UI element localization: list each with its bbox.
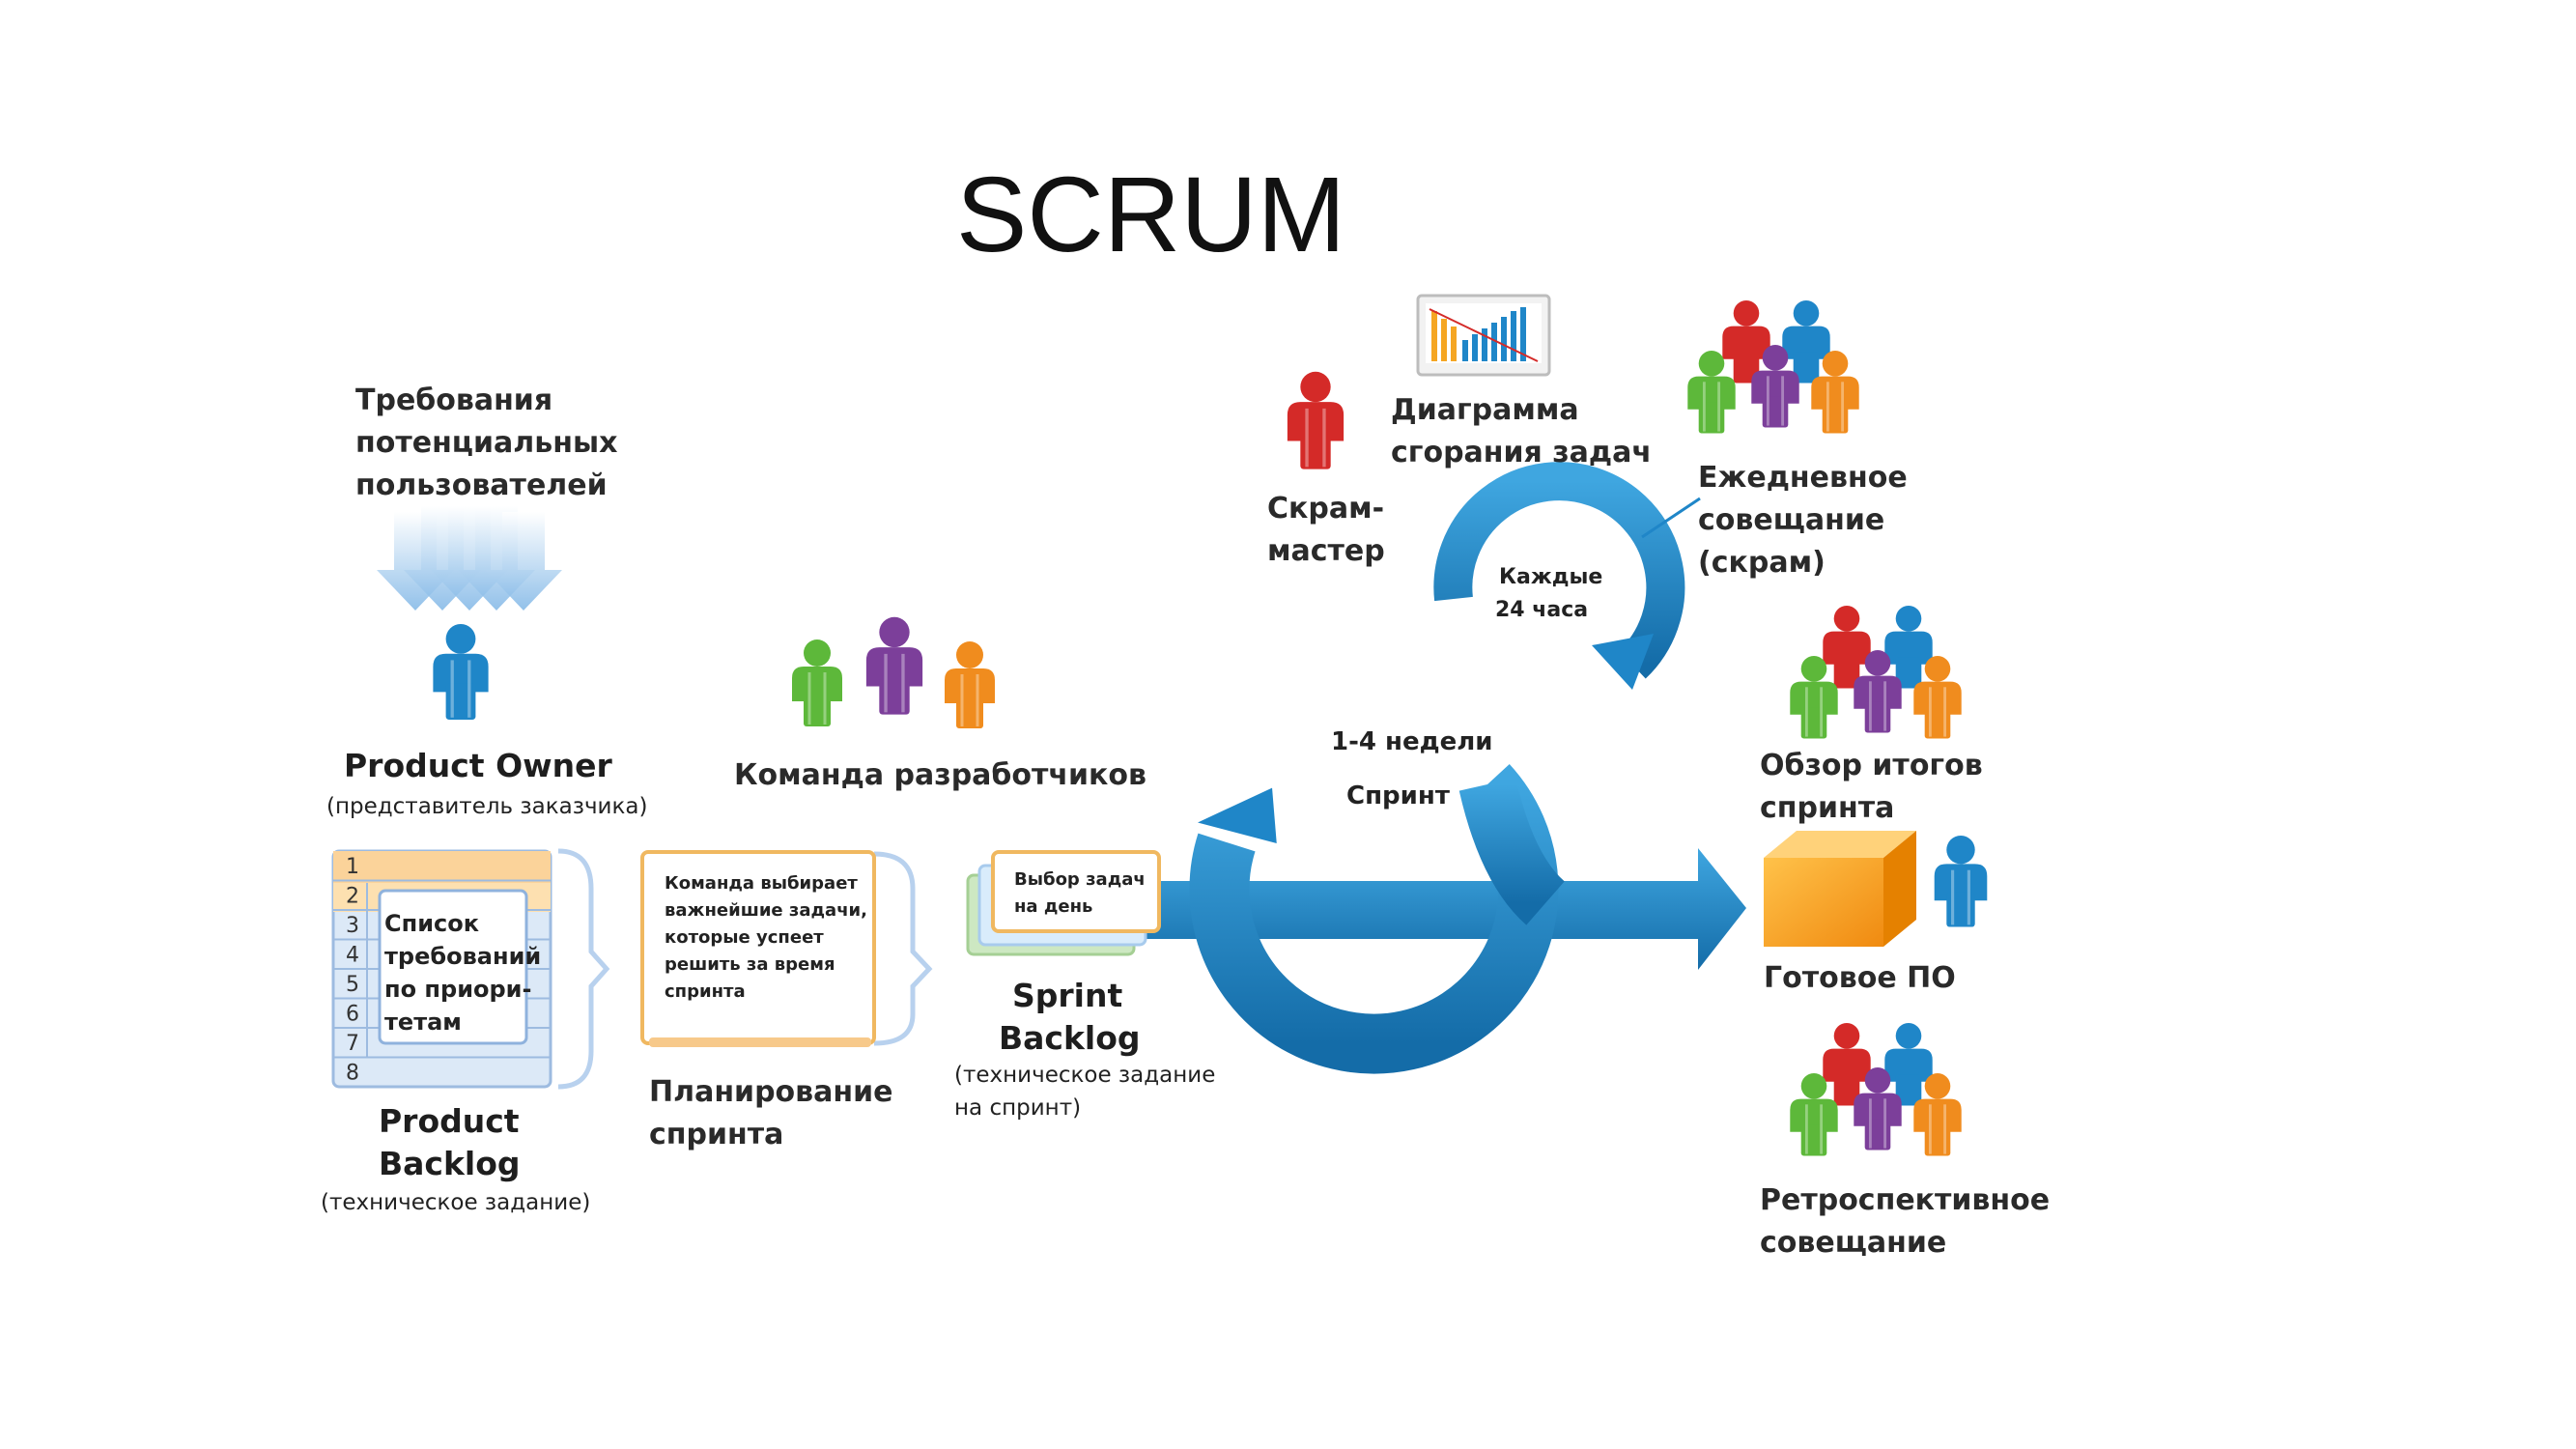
backlog-row-number: 1 <box>346 855 359 879</box>
svg-text:(техническое задание: (техническое задание <box>954 1063 1215 1088</box>
product-owner-person-icon <box>433 624 489 720</box>
scrum-master-label: Скрам- мастер <box>1267 492 1385 568</box>
sprint-planning-note: Команда выбирает важнейшие задачи, котор… <box>640 850 933 1047</box>
page-title: SCRUM <box>956 156 1345 274</box>
svg-text:(скрам): (скрам) <box>1698 546 1826 580</box>
sprint-backlog-label: Sprint Backlog (техническое задание на с… <box>954 977 1215 1121</box>
daily-cycle-arrow-icon <box>1433 462 1701 690</box>
backlog-row-number: 7 <box>346 1032 359 1056</box>
svg-text:Backlog: Backlog <box>379 1145 521 1182</box>
sprint-planning-label: Планирование спринта <box>649 1075 892 1151</box>
svg-text:Обзор итогов: Обзор итогов <box>1760 749 1983 782</box>
svg-text:Диаграмма: Диаграмма <box>1391 393 1579 427</box>
scrum-master-person-icon <box>1287 371 1345 469</box>
flow-arrow-icon <box>1140 848 1746 970</box>
svg-text:Список: Список <box>384 910 479 937</box>
burndown-label: Диаграмма сгорания задач <box>1391 393 1652 469</box>
svg-text:Планирование: Планирование <box>649 1075 892 1109</box>
daily-cycle-label: Каждые 24 часа <box>1495 565 1602 622</box>
daily-meeting-people-icon <box>1687 300 1859 434</box>
sprint-backlog-cards: Выбор задач на день <box>966 850 1161 956</box>
dev-team-label: Команда разработчиков <box>734 758 1146 792</box>
product-owner-subtitle: (представитель заказчика) <box>326 794 647 819</box>
retro-label: Ретроспективное совещание <box>1760 1183 2050 1260</box>
svg-text:решить за время: решить за время <box>665 954 835 975</box>
svg-text:спринта: спринта <box>665 981 746 1002</box>
svg-text:(техническое задание): (техническое задание) <box>321 1190 590 1215</box>
sprint-review-people-icon <box>1790 606 1962 739</box>
product-backlog-list: 1 2 3 4 5 6 7 8 Список требований по приори- те… <box>331 848 610 1090</box>
requirements-label: Требования потенциальных пользователей <box>355 384 617 502</box>
svg-text:которые успеет: которые успеет <box>665 927 824 948</box>
svg-text:спринта: спринта <box>1760 791 1894 825</box>
svg-text:сгорания задач: сгорания задач <box>1391 436 1652 469</box>
svg-text:совещание: совещание <box>1698 503 1884 537</box>
product-owner-title: Product Owner <box>344 747 612 784</box>
svg-text:Product: Product <box>379 1102 520 1140</box>
svg-text:Ежедневное: Ежедневное <box>1698 461 1908 495</box>
retro-people-icon <box>1790 1023 1962 1156</box>
product-label: Готовое ПО <box>1764 961 1956 995</box>
svg-text:на день: на день <box>1014 896 1092 917</box>
backlog-row-number: 2 <box>346 885 359 909</box>
svg-text:24 часа: 24 часа <box>1495 598 1588 622</box>
svg-text:на спринт): на спринт) <box>954 1095 1081 1121</box>
svg-text:Backlog: Backlog <box>999 1019 1141 1057</box>
sprint-cycle-arrow-icon <box>1189 764 1566 1074</box>
svg-text:Ретроспективное: Ретроспективное <box>1760 1183 2050 1217</box>
svg-text:Каждые: Каждые <box>1499 565 1602 589</box>
svg-text:требований: требований <box>384 943 541 970</box>
svg-text:мастер: мастер <box>1267 534 1385 568</box>
backlog-row-number: 6 <box>346 1003 359 1027</box>
svg-text:важнейшие задачи,: важнейшие задачи, <box>665 900 867 921</box>
backlog-row-number: 3 <box>346 914 359 938</box>
svg-text:1-4 недели: 1-4 недели <box>1331 727 1493 756</box>
daily-meeting-label: Ежедневное совещание (скрам) <box>1698 461 1908 580</box>
sprint-review-label: Обзор итогов спринта <box>1760 749 1983 825</box>
svg-text:пользователей: пользователей <box>355 469 608 502</box>
backlog-row-number: 8 <box>346 1062 359 1086</box>
svg-text:Требования: Требования <box>355 384 552 417</box>
product-person-icon <box>1934 836 1988 927</box>
backlog-row-number: 5 <box>346 973 359 997</box>
product-backlog-label: Product Backlog (техническое задание) <box>321 1102 590 1215</box>
backlog-row-number: 4 <box>346 944 359 968</box>
sprint-cycle-label: 1-4 недели Спринт <box>1331 727 1493 810</box>
dev-team-people-icon <box>792 616 995 728</box>
product-box-icon <box>1764 831 1916 947</box>
svg-text:Скрам-: Скрам- <box>1267 492 1384 526</box>
svg-text:совещание: совещание <box>1760 1226 1946 1260</box>
requirements-arrows-icon <box>377 506 562 611</box>
svg-text:спринта: спринта <box>649 1118 783 1151</box>
svg-text:Sprint: Sprint <box>1012 977 1122 1014</box>
svg-text:Команда выбирает: Команда выбирает <box>665 873 858 894</box>
svg-text:тетам: тетам <box>384 1009 462 1036</box>
svg-text:потенциальных: потенциальных <box>355 426 617 460</box>
burndown-chart-icon <box>1416 294 1551 377</box>
svg-text:Спринт: Спринт <box>1346 781 1450 810</box>
svg-text:по приори-: по приори- <box>384 976 531 1003</box>
svg-text:Выбор задач: Выбор задач <box>1014 869 1146 890</box>
